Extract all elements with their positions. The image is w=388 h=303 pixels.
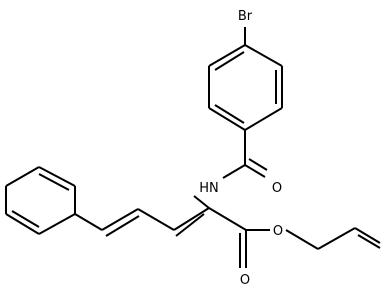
allyl-double-bond bbox=[357, 234, 381, 249]
diene-ester-chain bbox=[74, 207, 381, 268]
ring-bond bbox=[38, 166, 76, 187]
ring-double-bond bbox=[214, 51, 245, 71]
carbonyl-to-n-bond bbox=[222, 164, 246, 179]
n-to-alpha-carbon-bond bbox=[193, 195, 210, 209]
ring-bond bbox=[38, 213, 76, 235]
phenyl-ring bbox=[5, 166, 76, 235]
ester-carbonyl-oxygen-label: O bbox=[240, 273, 250, 288]
amide-oxygen-label: O bbox=[272, 181, 282, 196]
ring-bond bbox=[244, 44, 283, 67]
ring-double-bond bbox=[11, 210, 40, 228]
alpha-double-bond bbox=[173, 207, 210, 231]
chain-double-bond bbox=[105, 215, 140, 237]
ring-double-bond bbox=[38, 173, 70, 191]
ring-bond bbox=[244, 107, 283, 131]
amide-nitrogen-label: HN bbox=[199, 181, 219, 196]
alpha-to-ester-carbon-bond bbox=[208, 207, 247, 231]
allyl-double-bond bbox=[354, 227, 381, 244]
ring-bond bbox=[208, 44, 246, 67]
bromine-label: Br bbox=[238, 9, 253, 24]
ring-double-bond bbox=[214, 104, 245, 124]
ring-bond bbox=[5, 166, 40, 187]
alpha-double-bond bbox=[175, 213, 205, 237]
ring-bond bbox=[208, 107, 246, 131]
ester-oxygen-label: O bbox=[273, 224, 283, 239]
o-to-allyl-bond bbox=[285, 229, 319, 250]
allyl-bond bbox=[317, 227, 356, 250]
bromophenyl-ring bbox=[208, 27, 283, 131]
ring-bond bbox=[5, 213, 40, 235]
amide-group bbox=[193, 130, 268, 209]
chain-to-phenyl-bond bbox=[74, 213, 103, 231]
carbonyl-double-bond bbox=[244, 164, 266, 178]
chain-double-bond bbox=[101, 208, 139, 231]
chain-bond bbox=[137, 208, 175, 231]
carbonyl-double-bond bbox=[248, 158, 268, 171]
